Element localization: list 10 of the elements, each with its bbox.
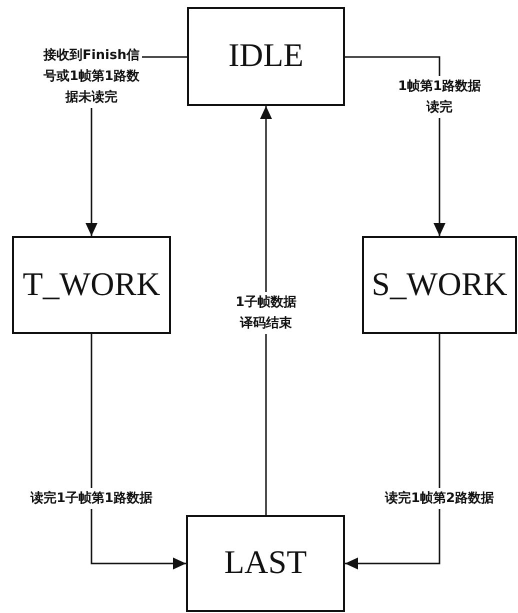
state-box: IDLE <box>187 7 345 106</box>
state-box: T_WORK <box>12 236 171 334</box>
state-box: S_WORK <box>362 236 517 334</box>
arrow <box>260 106 272 515</box>
arrow <box>345 334 440 570</box>
arrow <box>90 334 186 570</box>
edge-label: 读完1子帧第1路数据 <box>30 488 153 509</box>
state-box: LAST <box>186 515 345 612</box>
edge-label: 读完1帧第2路数据 <box>385 488 494 509</box>
edge-label: 接收到Finish信号或1帧第1路数据未读完 <box>42 45 142 108</box>
